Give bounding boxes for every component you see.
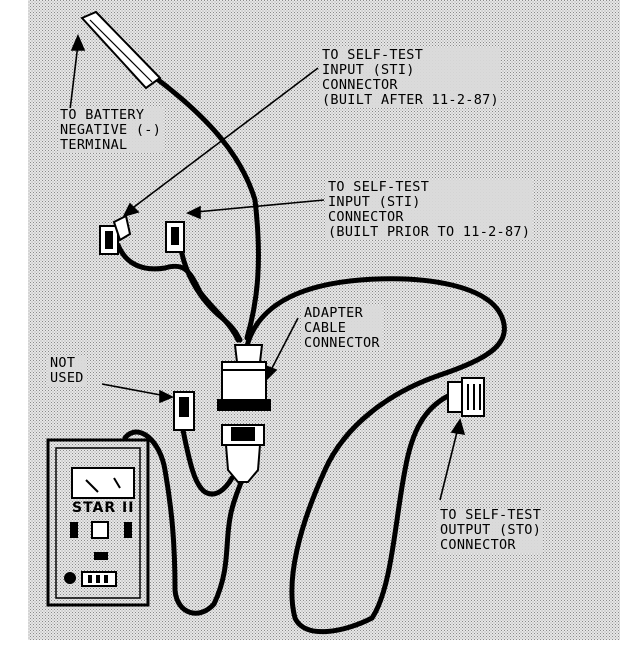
label-line: (BUILT PRIOR TO 11-2-87) — [328, 224, 531, 240]
adapter-arrowhead — [265, 364, 278, 382]
label-sti-built-after: TO SELF-TEST INPUT (STI) CONNECTOR (BUIL… — [320, 48, 501, 108]
battery-arrowhead — [70, 33, 86, 51]
label-not-used: NOT USED — [48, 356, 86, 386]
label-line: TO SELF-TEST — [440, 507, 542, 523]
label-line: CONNECTOR — [440, 537, 516, 553]
sti-prior-connector — [165, 221, 185, 253]
label-sto-connector: TO SELF-TEST OUTPUT (STO) CONNECTOR — [438, 507, 544, 553]
tester-cable — [122, 429, 247, 616]
sto-output-cable — [244, 276, 507, 635]
label-battery-negative-terminal: TO BATTERY NEGATIVE (-) TERMINAL — [58, 107, 164, 153]
label-line: TERMINAL — [60, 137, 128, 153]
label-adapter-cable-connector: ADAPTER CABLE CONNECTOR — [302, 306, 382, 351]
label-line: OUTPUT (STO) — [440, 522, 542, 538]
label-line: CABLE — [304, 320, 347, 336]
not-used-connector — [173, 391, 195, 431]
label-line: CONNECTOR — [304, 335, 380, 351]
label-line: USED — [50, 370, 84, 386]
label-line: INPUT (STI) — [322, 62, 415, 78]
label-line: INPUT (STI) — [328, 194, 421, 210]
meter-window — [71, 467, 135, 499]
center-button — [91, 521, 109, 539]
label-line: CONNECTOR — [328, 209, 404, 225]
label-sti-built-prior: TO SELF-TEST INPUT (STI) CONNECTOR (BUIL… — [326, 179, 533, 240]
adapter-leader — [269, 317, 299, 373]
sti-prior-leader — [195, 199, 325, 213]
tester-side-connector — [221, 424, 265, 483]
sti-after-leader — [129, 67, 319, 211]
sto-leader — [439, 427, 459, 501]
tester-name: STAR II — [72, 500, 135, 516]
label-line: TO BATTERY — [60, 107, 145, 123]
not-used-arrowhead — [159, 389, 174, 404]
battery-lead-cable — [142, 67, 261, 341]
sti-prior-arrowhead — [186, 205, 201, 220]
indicator-lamp — [94, 552, 108, 560]
label-line: TO SELF-TEST — [322, 47, 424, 63]
not-used-cable — [180, 427, 235, 497]
battery-clamp — [80, 10, 162, 90]
sto-arrowhead — [450, 418, 466, 435]
not-used-leader — [101, 383, 167, 397]
sti-prior-cable — [177, 237, 243, 343]
star-ii-tester — [46, 438, 150, 607]
label-line: (BUILT AFTER 11-2-87) — [322, 92, 499, 108]
battery-leader — [69, 43, 79, 111]
label-line: ADAPTER — [304, 305, 363, 321]
sti-after-connector — [99, 214, 132, 255]
label-line: NOT — [50, 355, 76, 371]
sto-connector — [447, 377, 485, 417]
right-switch — [124, 522, 132, 538]
label-line: CONNECTOR — [322, 77, 398, 93]
label-line: NEGATIVE (-) — [60, 122, 162, 138]
left-switch — [70, 522, 78, 538]
sti-after-arrowhead — [122, 202, 140, 218]
label-line: TO SELF-TEST — [328, 179, 430, 195]
power-knob — [64, 572, 76, 584]
